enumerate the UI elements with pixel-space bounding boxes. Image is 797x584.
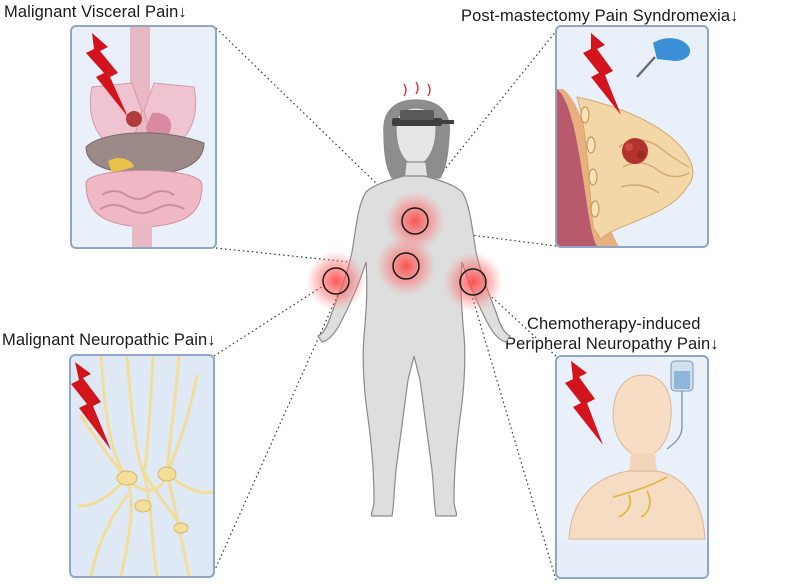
pain-glow-chest	[385, 191, 445, 251]
lightning-bolt-icon	[71, 362, 111, 450]
nerve-network-illustration	[71, 356, 213, 576]
visceral-pain-title: Malignant Visceral Pain↓	[4, 3, 187, 21]
neuropathic-pain-panel	[69, 354, 215, 578]
scalpel-hand-icon	[636, 38, 691, 78]
iv-bag-icon	[666, 360, 694, 450]
lightning-bolt-icon	[86, 33, 128, 117]
connector-visceral-bottom	[215, 247, 407, 269]
neuropathic-pain-title: Malignant Neuropathic Pain↓	[2, 331, 216, 349]
mastectomy-pain-title: Post-mastectomy Pain Syndromexia↓	[461, 7, 739, 25]
cipn-pain-panel	[555, 355, 709, 579]
breast-illustration	[557, 33, 694, 246]
lightning-bolt-icon	[565, 361, 603, 445]
patient-iv-illustration	[557, 360, 707, 577]
connector-neuropathic-bottom	[213, 293, 339, 573]
pain-hotspots	[306, 191, 503, 312]
tumor-icon	[126, 111, 142, 127]
cipn-pain-title-line1: Chemotherapy-induced	[527, 315, 701, 333]
pain-ring-left-arm	[322, 267, 350, 295]
visceral-pain-panel	[70, 25, 217, 249]
pain-ring-right-arm	[459, 268, 487, 296]
pain-ring-abdomen	[392, 252, 420, 280]
connector-cipn-top	[481, 287, 557, 357]
mastectomy-pain-panel	[555, 25, 709, 248]
lightning-bolt-icon	[583, 33, 621, 115]
pain-ring-chest	[401, 207, 429, 235]
connector-visceral-top	[215, 27, 413, 219]
pain-glow-left-arm	[306, 251, 366, 311]
organs-illustration	[85, 27, 205, 247]
head-device-icon	[392, 81, 454, 126]
tumor-icon	[622, 138, 648, 164]
pain-glow-right-arm	[443, 252, 503, 312]
pain-glow-abdomen	[376, 236, 436, 296]
cipn-pain-title-line2: Peripheral Neuropathy Pain↓	[505, 335, 719, 353]
